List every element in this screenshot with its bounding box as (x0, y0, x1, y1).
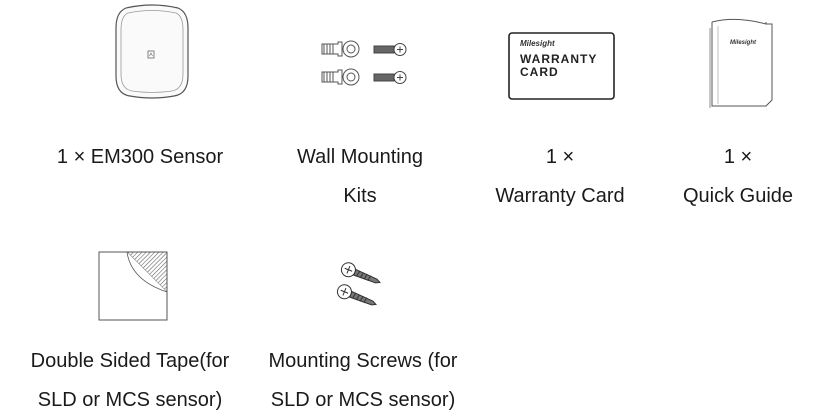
caption-line: SLD or MCS sensor) (270, 389, 456, 411)
item-caption: 1 × Warranty Card (460, 138, 660, 216)
caption-line: Quick Guide (682, 185, 794, 207)
quick-guide-icon: Milesight (706, 14, 776, 110)
warranty-card-icon: Milesight WARRANTY CARD (508, 32, 616, 102)
caption-line: 1 × (723, 146, 753, 168)
em300-sensor-icon (112, 4, 192, 100)
caption-line: 1 × EM300 Sensor (56, 146, 224, 168)
caption-line: Wall Mounting (297, 146, 423, 168)
wall-mounting-kit-icon (318, 34, 412, 92)
caption-line: SLD or MCS sensor) (37, 389, 223, 411)
warranty-card-title-line1: WARRANTY (520, 52, 597, 66)
quick-guide-brand: Milesight (730, 40, 757, 46)
item-caption: Mounting Screws (for SLD or MCS sensor) (263, 342, 463, 420)
double-sided-tape-icon (97, 250, 169, 322)
item-caption: Wall Mounting Kits (260, 138, 460, 216)
caption-line: 1 × (545, 146, 575, 168)
item-caption: Double Sided Tape(for SLD or MCS sensor) (30, 342, 230, 420)
warranty-card-title-line2: CARD (520, 65, 559, 79)
item-caption: 1 × Quick Guide (638, 138, 815, 216)
item-caption: 1 × EM300 Sensor (40, 138, 240, 177)
warranty-card-brand: Milesight (520, 39, 555, 48)
caption-line: Warranty Card (495, 185, 625, 207)
mounting-screws-icon (334, 260, 390, 310)
caption-line: Double Sided Tape(for (30, 350, 230, 372)
caption-line: Kits (343, 185, 377, 207)
caption-line: Mounting Screws (for (268, 350, 458, 372)
